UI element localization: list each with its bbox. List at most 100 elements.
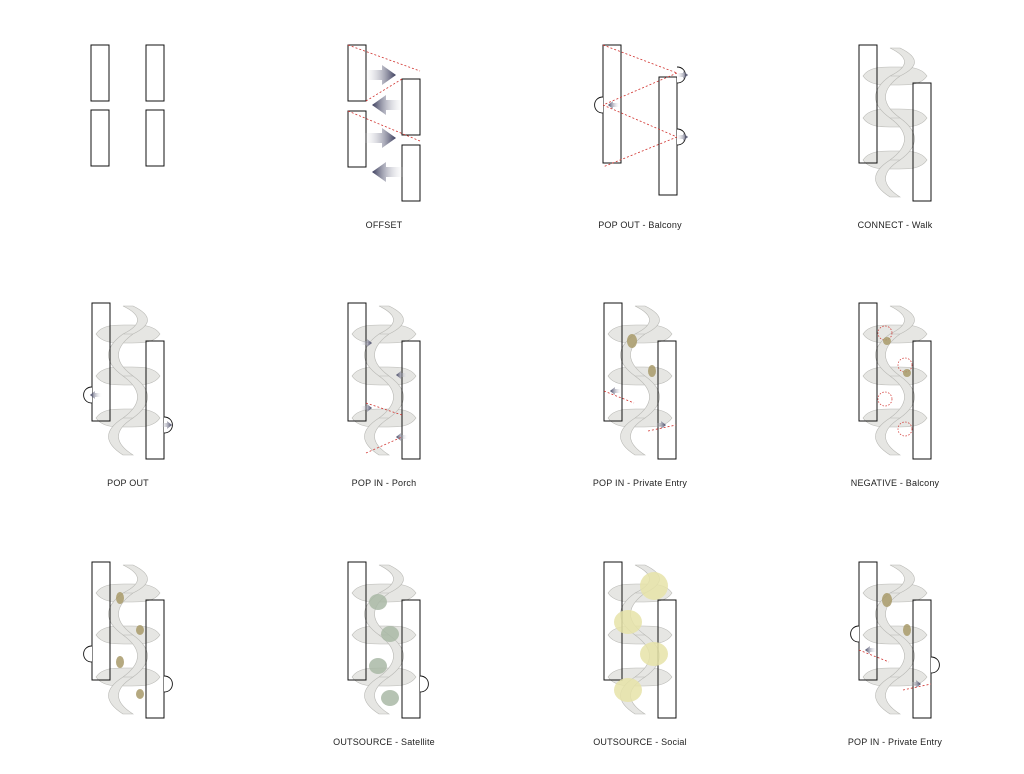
guide-line xyxy=(602,136,678,168)
shift-arrow xyxy=(372,95,406,115)
guide-line xyxy=(858,649,890,663)
entry-planter xyxy=(903,624,911,636)
panel-caption: POP OUT - Balcony xyxy=(598,220,682,230)
walkway-curve xyxy=(875,47,915,198)
block-right xyxy=(912,340,932,460)
entry-planter xyxy=(648,365,656,377)
pop-bump xyxy=(419,675,429,693)
direction-arrow xyxy=(90,391,102,399)
panel-caption: OUTSOURCE - Satellite xyxy=(333,737,435,747)
guide-line xyxy=(347,110,421,142)
walkway-curve xyxy=(364,305,404,456)
direction-arrow xyxy=(396,371,408,379)
planter xyxy=(116,656,124,668)
block-right xyxy=(401,599,421,719)
shift-arrow xyxy=(362,65,396,85)
panel-popout-balcony xyxy=(594,44,688,196)
block-right xyxy=(145,340,165,460)
block-left xyxy=(91,561,111,681)
guide-line xyxy=(365,436,403,454)
block-right xyxy=(657,340,677,460)
social-zone xyxy=(614,678,642,702)
pop-bump xyxy=(163,675,173,693)
pop-bump xyxy=(83,645,93,663)
guide-line xyxy=(602,44,678,74)
shift-arrow xyxy=(372,162,406,182)
negative-balcony-outline xyxy=(877,325,893,341)
negative-balcony-outline xyxy=(897,357,913,373)
block-top-right xyxy=(145,44,165,102)
guide-line xyxy=(902,683,932,691)
direction-arrow xyxy=(909,680,921,688)
direction-arrow xyxy=(654,421,666,429)
panel-offset xyxy=(347,44,421,202)
panel-caption: POP IN - Private Entry xyxy=(592,478,688,488)
planter xyxy=(903,369,911,377)
direction-arrow xyxy=(865,646,877,654)
block-bottom-right xyxy=(145,109,165,167)
entry-planter xyxy=(882,593,892,607)
planter xyxy=(883,337,891,345)
social-zone xyxy=(640,572,668,600)
pop-bump xyxy=(930,656,940,674)
direction-arrow xyxy=(396,433,408,441)
panel-caption: NEGATIVE - Balcony xyxy=(850,478,940,488)
direction-arrow xyxy=(676,133,688,141)
panel-social xyxy=(603,561,677,719)
shift-arrow xyxy=(362,128,396,148)
block-right xyxy=(401,340,421,460)
panel-popin-porch xyxy=(347,302,421,460)
panel-walk-plants xyxy=(83,561,173,719)
panel-caption: CONNECT - Walk xyxy=(857,220,933,230)
satellite-pod xyxy=(369,658,387,674)
guide-line xyxy=(602,104,678,138)
block-left xyxy=(347,302,367,422)
block-left xyxy=(858,561,878,681)
panel-popin-entry-2 xyxy=(850,561,940,719)
block-left xyxy=(858,302,878,422)
panel-negative xyxy=(858,302,932,460)
panel-connect xyxy=(858,44,932,202)
block-left xyxy=(347,561,367,681)
satellite-pod xyxy=(381,690,399,706)
guide-line xyxy=(365,78,403,102)
panel-caption: OFFSET xyxy=(365,220,403,230)
pop-bump xyxy=(594,96,604,114)
direction-arrow xyxy=(360,339,372,347)
social-zone xyxy=(614,610,642,634)
block-left xyxy=(858,44,878,164)
block-right xyxy=(912,599,932,719)
direction-arrow xyxy=(676,71,688,79)
panel-caption: POP OUT xyxy=(107,478,149,488)
block-left xyxy=(91,302,111,422)
panel-satellite xyxy=(347,561,429,719)
satellite-pod xyxy=(369,594,387,610)
direction-arrow xyxy=(360,404,372,412)
direction-arrow xyxy=(160,421,172,429)
walkway-curve xyxy=(108,305,148,456)
pop-bump xyxy=(850,625,860,643)
satellite-pod xyxy=(381,626,399,642)
direction-arrow xyxy=(608,101,620,109)
block-left xyxy=(603,302,623,422)
panel-caption: POP IN - Porch xyxy=(351,478,417,488)
guide-line xyxy=(602,72,678,106)
direction-arrow xyxy=(610,387,622,395)
planter xyxy=(116,592,124,604)
panel-caption: OUTSOURCE - Social xyxy=(593,737,687,747)
pop-bump xyxy=(83,386,93,404)
guide-line xyxy=(603,390,635,404)
panel-popin-entry xyxy=(603,302,677,460)
block-bottom-left xyxy=(90,109,110,167)
planter xyxy=(136,625,144,635)
guide-line xyxy=(647,424,677,432)
social-zone xyxy=(640,642,668,666)
negative-balcony-outline xyxy=(877,391,893,407)
planter xyxy=(136,689,144,699)
guide-line xyxy=(347,44,421,72)
panel-base xyxy=(90,44,165,167)
panel-popout xyxy=(83,302,173,460)
panel-caption: POP IN - Private Entry xyxy=(847,737,943,747)
block-top-left xyxy=(90,44,110,102)
